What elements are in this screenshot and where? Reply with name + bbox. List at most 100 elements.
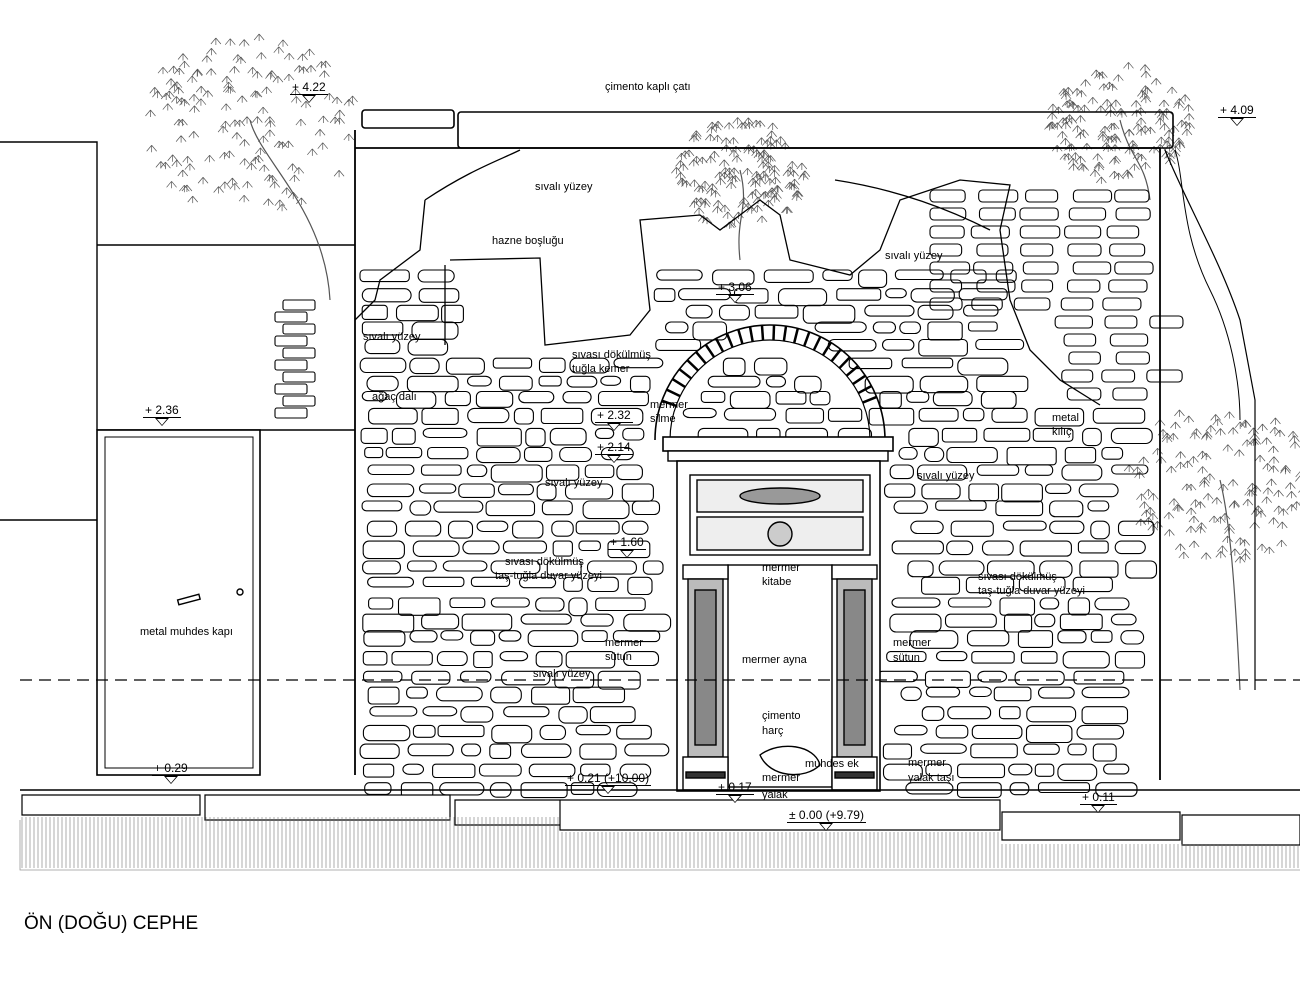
stone <box>622 427 645 441</box>
stone <box>967 321 998 332</box>
arch-brick <box>666 388 681 398</box>
stone <box>476 446 521 464</box>
stone <box>1066 387 1102 401</box>
stone <box>944 613 997 628</box>
stone <box>584 464 615 479</box>
stone <box>777 288 828 307</box>
stone <box>891 597 941 608</box>
stone <box>935 724 969 739</box>
label-trough-stone: yalak taşı <box>908 772 955 784</box>
stone <box>900 686 922 701</box>
stone <box>1049 500 1084 518</box>
stone <box>947 597 992 608</box>
stone <box>712 269 755 286</box>
stone <box>621 483 654 502</box>
stone <box>991 407 1028 423</box>
stone <box>385 446 423 459</box>
stone <box>368 407 418 425</box>
stone <box>1019 207 1059 221</box>
label-column: mermer <box>893 637 931 649</box>
stone <box>282 347 316 359</box>
stone <box>1087 500 1110 512</box>
stone <box>361 500 403 512</box>
stone <box>682 407 717 419</box>
stone <box>1092 743 1117 762</box>
stone <box>1077 540 1109 554</box>
stone <box>580 763 611 777</box>
arch-brick <box>661 399 677 407</box>
stone <box>836 288 882 301</box>
stone <box>440 630 464 641</box>
stone <box>1034 763 1055 777</box>
stone <box>882 763 923 781</box>
stone <box>1064 446 1097 464</box>
stone <box>535 597 565 612</box>
stone <box>970 225 1010 239</box>
stone <box>753 357 788 376</box>
stone <box>882 743 913 760</box>
stone <box>538 375 562 387</box>
stone <box>893 500 928 514</box>
level-marker: + 0.21 (+10.00) <box>565 771 652 794</box>
stone <box>1094 597 1130 611</box>
label-roof: çimento kaplı çatı <box>605 81 691 93</box>
stone <box>578 540 601 552</box>
stone <box>858 269 888 288</box>
stone <box>1039 597 1060 610</box>
stone <box>1014 670 1065 686</box>
stone <box>827 407 863 422</box>
stone <box>729 390 771 409</box>
label-column: sütun <box>605 651 632 663</box>
stone <box>552 540 573 557</box>
stone <box>971 651 1015 664</box>
stone <box>901 357 954 369</box>
stone <box>525 427 546 447</box>
arch-brick <box>714 337 725 353</box>
stone <box>367 686 400 705</box>
stone <box>1090 520 1110 540</box>
stone <box>624 743 670 757</box>
level-marker: + 0.11 <box>1080 790 1117 813</box>
stone <box>814 321 867 333</box>
stone <box>447 520 474 539</box>
stone <box>872 321 897 334</box>
stone <box>427 446 469 460</box>
stone <box>1109 243 1146 257</box>
stone <box>503 706 550 718</box>
stone <box>1092 407 1146 424</box>
stone <box>1068 351 1101 365</box>
arch-brick <box>704 343 716 358</box>
stone <box>579 743 617 760</box>
stone <box>475 390 514 408</box>
stone <box>569 357 610 374</box>
label-mirror: mermer ayna <box>742 654 807 666</box>
stone <box>899 321 922 335</box>
stone <box>470 576 511 587</box>
stone <box>1059 613 1103 631</box>
stone <box>420 464 462 476</box>
arch-brick <box>803 331 811 347</box>
stone <box>1066 279 1101 293</box>
stone <box>794 375 822 394</box>
stone <box>1103 763 1130 775</box>
stone <box>884 483 916 498</box>
stone <box>935 500 987 511</box>
stone <box>973 261 1014 275</box>
stone <box>528 763 576 778</box>
stone <box>1020 243 1054 257</box>
stone <box>473 651 493 669</box>
stone <box>1049 520 1085 534</box>
stone <box>406 375 459 393</box>
stone <box>460 706 494 723</box>
stone <box>421 407 459 425</box>
stone <box>594 427 615 439</box>
arch-brick <box>812 336 822 351</box>
stone <box>274 359 308 371</box>
stone <box>946 540 974 556</box>
stone <box>562 390 592 404</box>
stone <box>520 743 572 758</box>
stone <box>938 560 985 576</box>
arch-brick <box>737 329 744 345</box>
stone <box>966 630 1010 647</box>
stone <box>958 288 1008 301</box>
